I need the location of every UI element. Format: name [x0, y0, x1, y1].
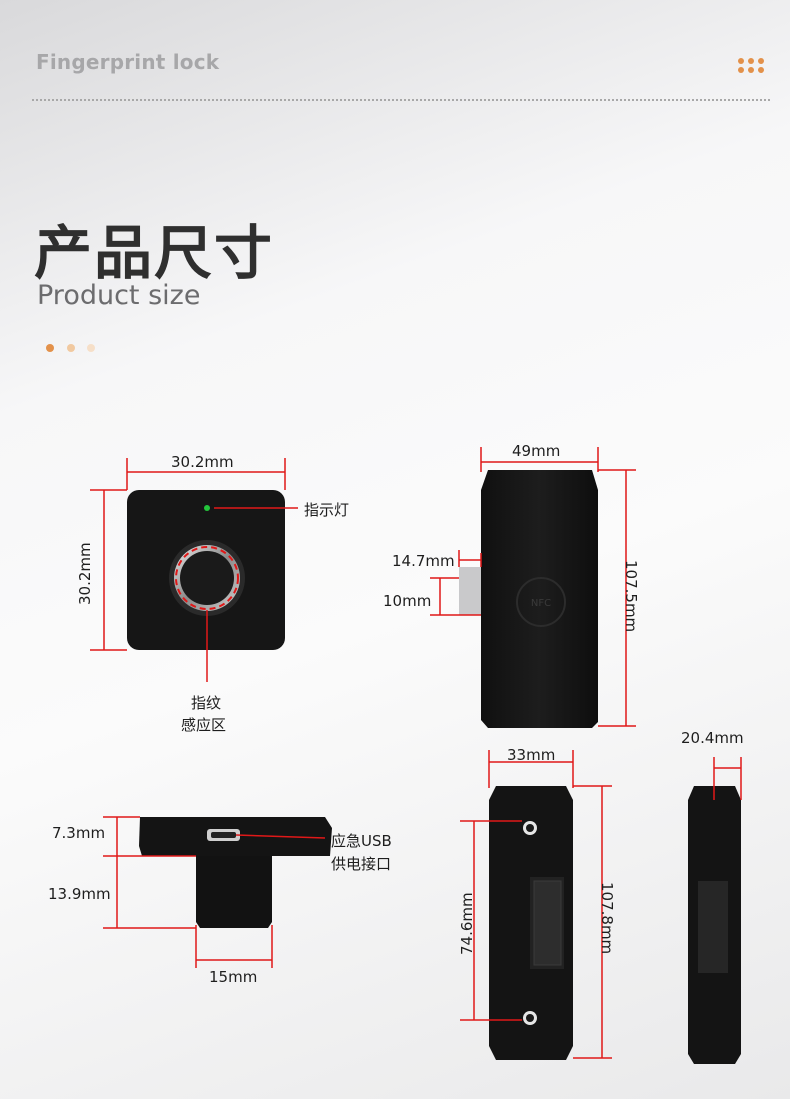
tab-height-label: 14.7mm [392, 552, 455, 570]
section-title-cn: 产品尺寸 [34, 219, 275, 287]
hole-spacing-label: 74.6mm [458, 892, 476, 955]
usb-label-line1: 应急USB [331, 832, 392, 850]
side-view-lock: NFC [459, 470, 598, 728]
back-width-label: 33mm [507, 746, 556, 764]
side-height-label: 107.5mm [622, 560, 640, 633]
profile-width-label: 20.4mm [681, 729, 744, 747]
front-view-dimensions [90, 458, 298, 682]
brand-title: Fingerprint lock [36, 50, 220, 74]
front-height-label: 30.2mm [76, 542, 94, 605]
header-divider [32, 99, 770, 101]
side-width-label: 49mm [512, 442, 561, 460]
back-view-dimensions [460, 750, 612, 1059]
front-width-label: 30.2mm [171, 453, 234, 471]
profile-view-lock [688, 786, 741, 1064]
bottom-view-dimensions [103, 816, 326, 968]
tab-width-label: 10mm [383, 592, 432, 610]
front-view-lock [127, 490, 285, 650]
side-view-dimensions [430, 447, 636, 727]
sensor-label-line1: 指纹 [191, 694, 222, 712]
nfc-logo: NFC [531, 598, 551, 609]
back-height-label: 107.8mm [598, 882, 616, 955]
menu-dots-icon[interactable] [738, 58, 766, 73]
indicator-label: 指示灯 [304, 501, 350, 519]
section-title-en: Product size [37, 280, 201, 311]
plate-thickness-label: 7.3mm [52, 824, 106, 842]
back-view-lock [489, 786, 573, 1060]
profile-view-dimensions [713, 757, 742, 800]
post-width-label: 15mm [209, 968, 258, 986]
sensor-label-line2: 感应区 [181, 716, 227, 734]
usb-label-line2: 供电接口 [331, 855, 392, 873]
post-height-label: 13.9mm [48, 885, 111, 903]
bottom-view-lock [139, 817, 332, 928]
